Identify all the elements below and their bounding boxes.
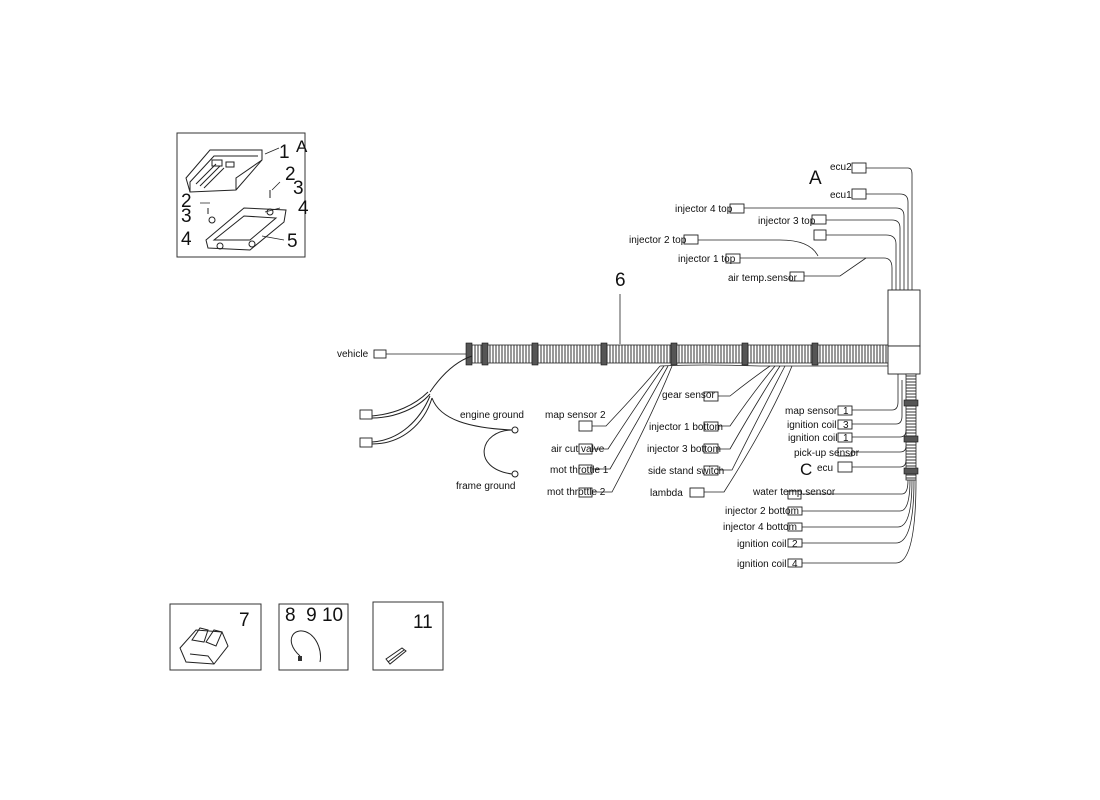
label-pick-up-sensor: pick-up sensor: [794, 448, 860, 459]
pin-drawing: [385, 647, 407, 665]
label-map-sensor: map sensor: [785, 406, 838, 417]
connector-number-coil-1: 1: [843, 433, 849, 444]
ecu-unit-drawing: [185, 149, 263, 193]
cable-tie-drawing: [290, 630, 321, 663]
label-mot-throttle-2: mot throttle 2: [547, 487, 606, 498]
callout-4: 4: [181, 229, 192, 250]
label-injector-2-bottom: injector 2 bottom: [725, 506, 799, 517]
lower-middle-wires: [590, 364, 888, 493]
connector-clip-drawing: [179, 627, 229, 665]
label-injector-3-top: injector 3 top: [758, 216, 816, 227]
callout-2: 2: [181, 191, 192, 212]
parts-box-11: 11: [372, 601, 444, 671]
ecu-inset: 1 A 2 3 4 2 3 4 5: [176, 132, 309, 258]
part-number-11: 11: [413, 612, 433, 633]
label-gear-sensor: gear sensor: [662, 390, 715, 401]
main-harness: 6 A vehicle engine ground frame ground: [337, 162, 921, 570]
label-injector-3-bottom: injector 3 bottom: [647, 444, 721, 455]
lower-right-wires: [801, 374, 917, 564]
label-ignition-coil-1: ignition coil: [788, 433, 837, 444]
callout-3: 3: [181, 206, 192, 227]
part-numbers-8-9-10: 8 9 10: [285, 605, 343, 626]
letter-a: A: [809, 168, 822, 189]
connector-number-coil-2: 2: [792, 539, 798, 550]
label-ignition-coil-2: ignition coil: [737, 539, 786, 550]
upper-wires: [698, 167, 913, 290]
letter-c: C: [800, 460, 812, 479]
label-ignition-coil-3: ignition coil: [787, 420, 836, 431]
label-frame-ground: frame ground: [456, 481, 515, 492]
label-air-temp-sensor: air temp.sensor: [728, 273, 798, 284]
label-lambda: lambda: [650, 488, 683, 499]
label-mot-throttle-1: mot throttle 1: [550, 465, 609, 476]
label-water-temp-sensor: water temp.sensor: [752, 487, 836, 498]
label-ecu1: ecu1: [830, 190, 852, 201]
callout-4b: 4: [298, 198, 309, 219]
label-engine-ground: engine ground: [460, 410, 524, 421]
label-ecu: ecu: [817, 463, 833, 474]
part-number-7: 7: [239, 610, 250, 631]
parts-box-7: 7: [169, 603, 262, 671]
connector-number-map-sensor: 1: [843, 406, 849, 417]
part-number-6: 6: [615, 270, 626, 291]
label-air-cut-valve: air cut valve: [551, 444, 605, 455]
callout-2b: 2: [285, 164, 296, 185]
ecu-bracket-drawing: [205, 190, 287, 251]
label-injector-1-top: injector 1 top: [678, 254, 736, 265]
parts-box-8-9-10: 8 9 10: [278, 603, 349, 671]
label-injector-4-bottom: injector 4 bottom: [723, 522, 797, 533]
label-vehicle: vehicle: [337, 349, 369, 360]
callout-5: 5: [287, 231, 298, 252]
label-injector-1-bottom: injector 1 bottom: [649, 422, 723, 433]
label-injector-2-top: injector 2 top: [629, 235, 687, 246]
connector-number-coil-3: 3: [843, 420, 849, 431]
connector-number-coil-4: 4: [792, 559, 798, 570]
inset-letter-a: A: [296, 137, 308, 156]
ground-leads: [371, 355, 513, 475]
label-ecu2: ecu2: [830, 162, 852, 173]
label-injector-4-top: injector 4 top: [675, 204, 733, 215]
callout-1: 1: [279, 142, 290, 163]
label-ignition-coil-4: ignition coil: [737, 559, 786, 570]
label-side-stand-switch: side stand switch: [648, 466, 724, 477]
label-map-sensor-2: map sensor 2: [545, 410, 606, 421]
callout-3b: 3: [293, 178, 304, 199]
